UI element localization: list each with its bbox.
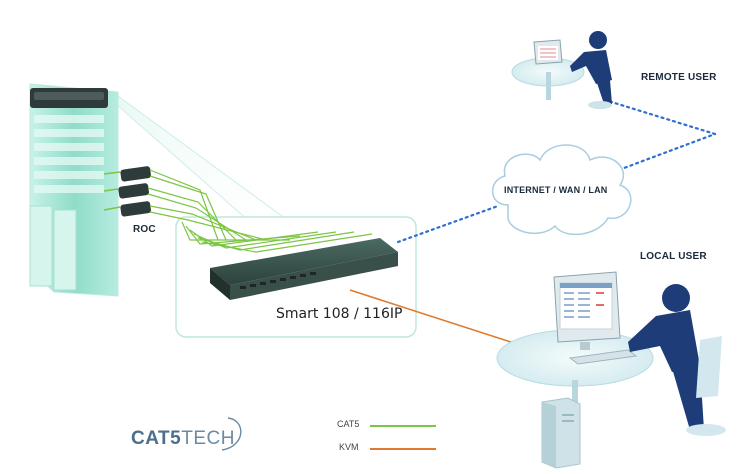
zoom-beam bbox=[99, 89, 292, 223]
logo-thin-text: TECH bbox=[181, 428, 235, 449]
cloud bbox=[491, 144, 632, 236]
remote-user-label: REMOTE USER bbox=[641, 72, 717, 83]
network-links bbox=[396, 98, 717, 244]
cat5tech-logo: CAT5TECH bbox=[131, 428, 235, 450]
local-user bbox=[496, 271, 726, 469]
kvm-link bbox=[349, 289, 521, 346]
cat5-links bbox=[147, 169, 373, 253]
roc-label: ROC bbox=[133, 224, 156, 235]
legend-cat5-label: CAT5 bbox=[337, 419, 360, 429]
logo-bold-text: CAT5 bbox=[131, 428, 182, 449]
server-rack bbox=[29, 83, 119, 297]
logo-swoosh-icon bbox=[221, 417, 242, 451]
local-user-label: LOCAL USER bbox=[640, 251, 707, 262]
remote-user bbox=[511, 31, 612, 109]
kvm-switch-device bbox=[210, 238, 398, 300]
network-label: INTERNET / WAN / LAN bbox=[504, 185, 608, 195]
device-label: Smart 108 / 116IP bbox=[276, 306, 403, 322]
legend-kvm-label: KVM bbox=[339, 442, 359, 452]
roc-adapters bbox=[103, 166, 151, 217]
